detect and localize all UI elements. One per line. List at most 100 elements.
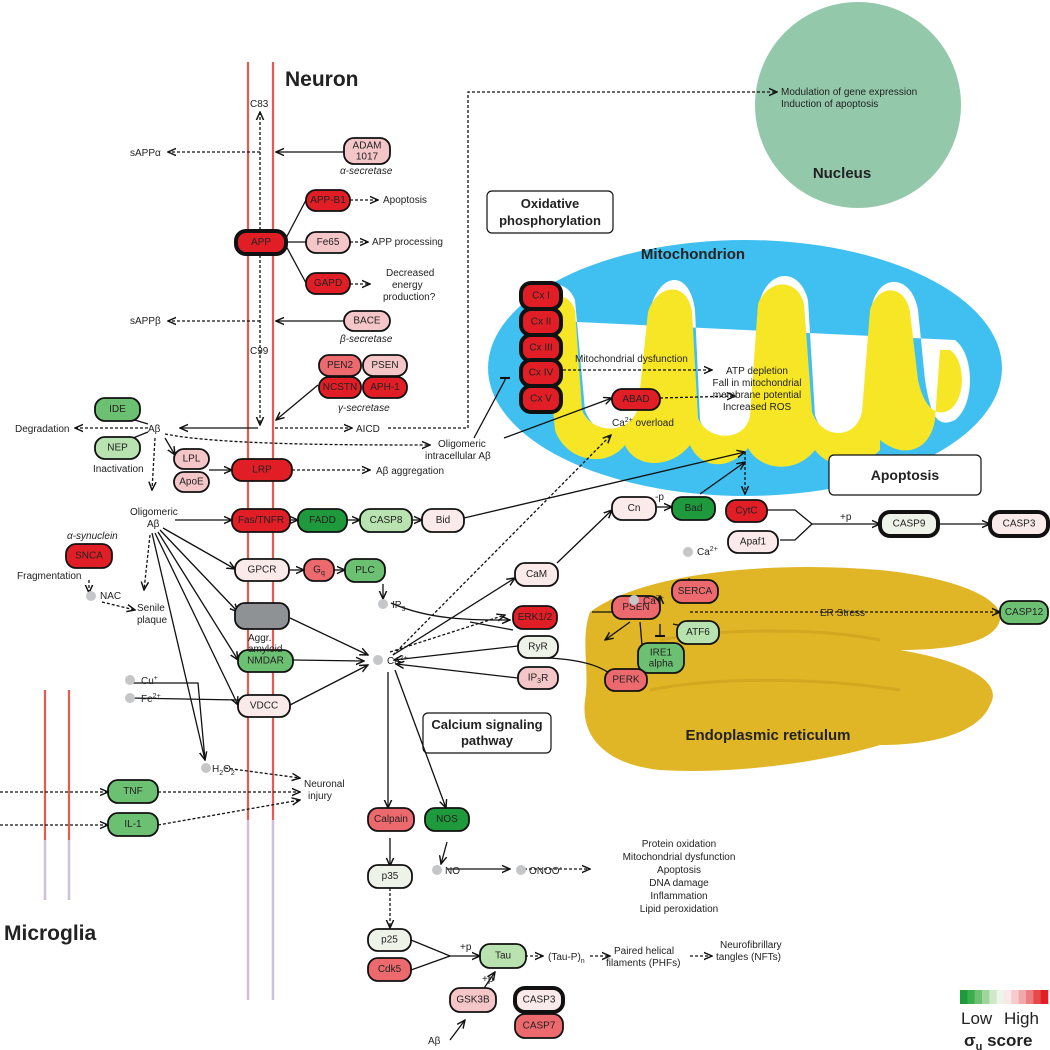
svg-text:Inactivation: Inactivation [93, 464, 144, 475]
node-label: RyR [528, 642, 547, 653]
node-ip3r: IP3R [517, 666, 559, 690]
svg-text:(Tau-P)n: (Tau-P)n [548, 952, 585, 965]
legend-high: High [1004, 1009, 1039, 1028]
sappa-label: sAPPα [130, 148, 161, 159]
gamma-secretase-label: γ-secretase [338, 403, 390, 414]
node-label: p25 [381, 935, 398, 946]
node-abad: ABAD [611, 388, 661, 411]
node-label: p35 [382, 871, 399, 882]
c83-label: C83 [250, 99, 269, 110]
node-label: CASP12 [1005, 607, 1044, 618]
legend-swatch [967, 990, 975, 1004]
svg-text:+p: +p [482, 974, 494, 985]
svg-text:ONOO-: ONOO- [529, 865, 563, 877]
node-casp12: CASP12 [999, 600, 1049, 625]
svg-text:tangles (NFTs): tangles (NFTs) [716, 952, 781, 963]
svg-text:Protein oxidation: Protein oxidation [642, 839, 717, 850]
node-label: NMDAR [247, 656, 284, 667]
legend-swatch [1018, 990, 1027, 1004]
node-il1: IL-1 [107, 812, 159, 837]
legend-swatch [1026, 990, 1034, 1004]
svg-text:Aβ: Aβ [147, 519, 160, 530]
microglia-membrane [43, 690, 71, 900]
node-casp9: CASP9 [878, 510, 940, 538]
svg-text:Fragmentation: Fragmentation [17, 571, 81, 582]
node-apoe: ApoE [173, 471, 210, 493]
node-label: Cx V [530, 394, 552, 405]
node-label: LPL [183, 454, 201, 465]
node-label: 1017 [356, 152, 379, 163]
node-label: VDCC [250, 701, 278, 712]
legend-low: Low [961, 1009, 993, 1028]
node-label: IP3R [528, 673, 549, 685]
node-gapd: GAPD [305, 272, 351, 295]
node-label: PSEN [622, 602, 649, 613]
node-label: Apaf1 [740, 537, 767, 548]
node-label: GPCR [248, 565, 277, 576]
node-cx2: Cx II [519, 307, 563, 337]
aicd-label: AICD [356, 424, 380, 435]
node-gsk3b: GSK3B [449, 987, 497, 1013]
node-psen-er: PSEN [611, 595, 661, 620]
svg-text:ATP depletion: ATP depletion [726, 366, 788, 377]
svg-text:NO: NO [445, 866, 460, 877]
node-label: ABAD [622, 394, 649, 405]
nucleus: Nucleus [755, 2, 961, 208]
apoptosis-box: Apoptosis [828, 454, 982, 496]
svg-text:Neurofibrillary: Neurofibrillary [720, 940, 782, 951]
svg-text:Aβ: Aβ [428, 1036, 441, 1047]
abeta-label: Aβ [148, 424, 161, 435]
node-label: Fe65 [317, 237, 340, 248]
node-label: Bad [685, 503, 703, 514]
svg-text:amyloid: amyloid [248, 644, 282, 655]
node-fadd: FADD [297, 508, 348, 533]
microglia-title: Microglia [4, 922, 97, 945]
svg-text:plaque: plaque [137, 615, 167, 626]
svg-text:production?: production? [383, 292, 436, 303]
node-bid: Bid [421, 508, 465, 533]
node-ide: IDE [94, 397, 141, 422]
node-plc: PLC [344, 558, 386, 583]
node-tnf: TNF [107, 779, 159, 804]
node-casp8: CASP8 [359, 508, 413, 533]
legend-swatch [1033, 990, 1041, 1004]
node-casp3-bot: CASP3 [513, 986, 565, 1014]
svg-text:Apoptosis: Apoptosis [657, 865, 701, 876]
gene-effect-2: Induction of apoptosis [781, 99, 878, 110]
svg-text:Inflammation: Inflammation [650, 891, 707, 902]
node-label: CytC [735, 506, 757, 517]
svg-text:Degradation: Degradation [15, 424, 69, 435]
svg-text:α-synuclein: α-synuclein [67, 531, 118, 542]
legend: Low High σu score [960, 990, 1049, 1050]
node-label: FADD [309, 515, 336, 526]
node-label: PERK [612, 675, 640, 686]
svg-text:Decreased: Decreased [386, 268, 434, 279]
node-serca: SERCA [671, 579, 719, 604]
node-aggr [234, 602, 290, 630]
legend-swatch [1040, 990, 1049, 1004]
svg-text:Fall in mitochondrial: Fall in mitochondrial [713, 378, 802, 389]
node-label: Gq [313, 565, 325, 577]
svg-text:Lipid peroxidation: Lipid peroxidation [640, 904, 718, 915]
node-label: CASP3 [1003, 519, 1036, 530]
legend-color-bar [960, 990, 1049, 1004]
svg-text:DNA damage: DNA damage [649, 878, 709, 889]
node-label: Cx I [532, 291, 550, 302]
node-gpcr: GPCR [234, 558, 290, 582]
node-label: LRP [252, 465, 272, 476]
node-label: Tau [495, 951, 511, 962]
svg-text:Apoptosis: Apoptosis [383, 195, 427, 206]
node-fe65: Fe65 [305, 231, 351, 254]
node-label: IL-1 [124, 819, 142, 830]
node-label: alpha [649, 659, 674, 670]
node-cx3: Cx III [519, 333, 563, 363]
svg-text:Senile: Senile [137, 603, 165, 614]
node-label: PEN2 [327, 360, 354, 371]
node-atf6: ATF6 [676, 620, 720, 645]
svg-text:Cu+: Cu+ [141, 675, 158, 687]
node-nmdar: NMDAR [237, 649, 294, 673]
alpha-secretase-label: α-secretase [340, 166, 393, 177]
node-cx1: Cx I [519, 281, 563, 311]
